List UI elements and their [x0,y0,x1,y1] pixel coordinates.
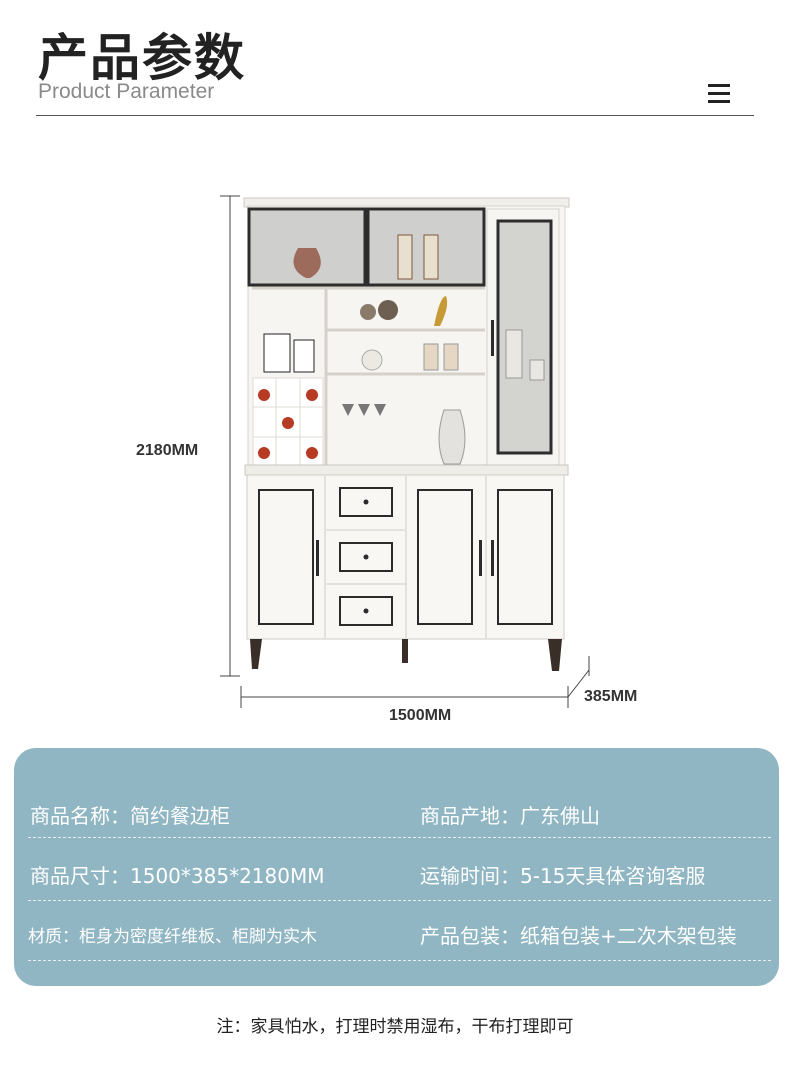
product-material: 材质：柜身为密度纤维板、柜脚为实木 [28,927,317,947]
depth-dimension-line [567,656,590,698]
product-origin: 商品产地：广东佛山 [420,804,600,828]
height-dimension-label: 2180MM [136,442,199,459]
height-dimension-line [220,195,240,677]
product-figure [220,195,590,708]
hamburger-menu-icon[interactable] [708,84,732,106]
info-divider [28,837,771,839]
header-divider [36,115,754,116]
product-info-panel: 商品名称：简约餐边柜 商品产地：广东佛山 商品尺寸：1500*385*2180M… [14,748,779,986]
sideboard-cabinet [243,197,570,671]
info-divider [28,960,771,962]
product-size: 商品尺寸：1500*385*2180MM [30,864,325,888]
info-divider [28,900,771,902]
product-name: 商品名称：简约餐边柜 [30,804,230,828]
shipping-time: 运输时间：5-15天具体咨询客服 [420,864,706,888]
width-dimension-label: 1500MM [389,707,452,724]
width-dimension-line [240,686,569,708]
care-note: 注：家具怕水，打理时禁用湿布，干布打理即可 [216,1017,574,1037]
page-title: 产品参数 [38,29,246,87]
depth-dimension-label: 385MM [584,688,638,705]
product-packaging: 产品包装：纸箱包装+二次木架包装 [420,924,737,948]
page-subtitle: Product Parameter [38,80,215,103]
